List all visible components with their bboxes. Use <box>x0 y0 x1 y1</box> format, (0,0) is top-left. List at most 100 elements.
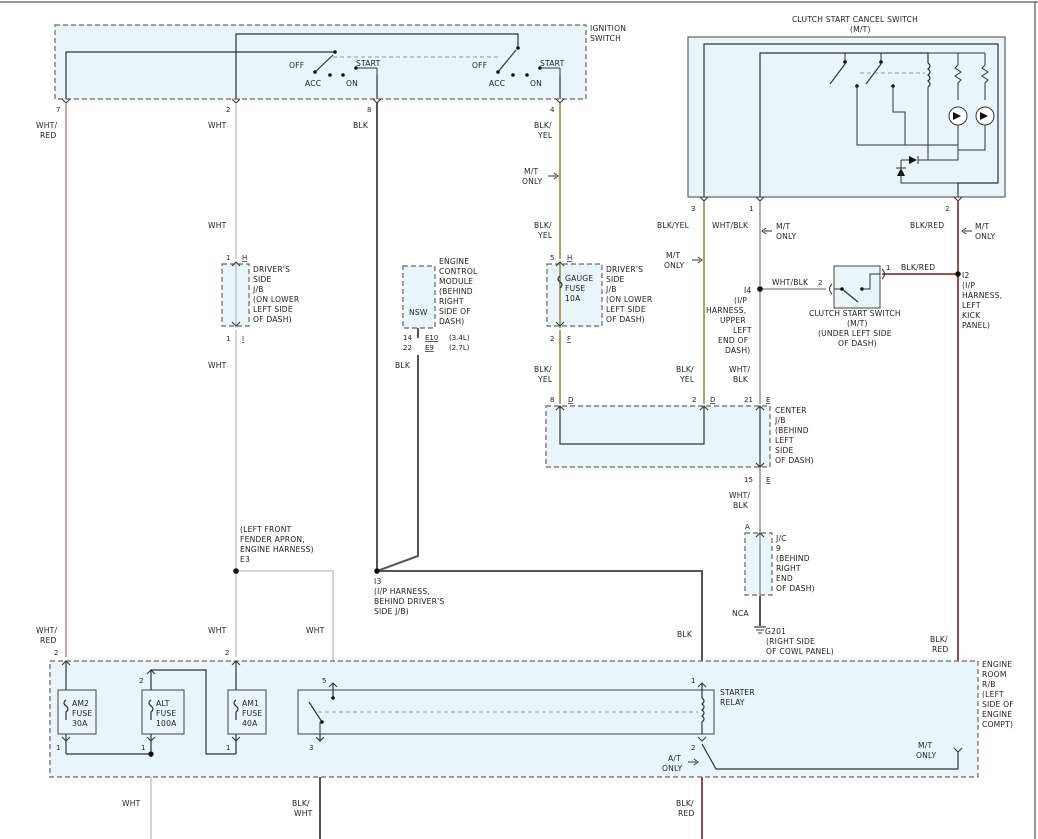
jc-line-5: OF DASH) <box>776 584 815 593</box>
ecm-line-4: RIGHT <box>439 297 464 306</box>
ign-on-left: ON <box>346 79 358 88</box>
fuse-am2-name: AM2 <box>72 699 89 708</box>
splice-i2-line-4: PANEL) <box>962 321 990 330</box>
wire-wht-to-relay <box>236 570 334 683</box>
splice-i3-line-2: BEHIND DRIVER'S <box>374 597 444 606</box>
jc-pin-a: A <box>745 523 750 531</box>
wire-label-wht-blk-1: WHT/BLK <box>712 221 749 230</box>
ecm-line-5: SIDE OF <box>439 307 471 316</box>
ecm-conn-a: E10 <box>425 334 438 342</box>
splice-i4-dot <box>757 286 763 292</box>
drivers-side-jb-left: 1 H 1 I DRIVER'S SIDE J/B (ON LOWER LEFT… <box>221 254 300 343</box>
fuse-am1-icon <box>233 699 239 720</box>
splice-i2-line-3: KICK <box>962 311 981 320</box>
mt-only-5a: M/T <box>918 741 933 750</box>
splice-i2-line-0: (I/P <box>962 281 975 290</box>
wire-label-blk-2: BLK <box>395 361 411 370</box>
rb-pin-am1-bottom: 1 <box>226 744 230 752</box>
rb-pin-alt-top: 2 <box>139 677 143 685</box>
splice-i2-dot <box>955 271 961 277</box>
clutch-start-cancel-switch: CLUTCH START CANCEL SWITCH (M/T) <box>687 15 1006 213</box>
gauge-fuse-box: GAUGE FUSE 10A 5 H 2 F DRIVER'S SIDE J/B… <box>546 254 653 343</box>
wire-label-wht-blk-2: WHT/BLK <box>772 278 809 287</box>
cjb-line-5: OF DASH) <box>775 456 814 465</box>
ign-pin-2: 2 <box>226 106 230 114</box>
splice-i2-name: I2 <box>962 271 969 280</box>
ecm-line-1: CONTROL <box>439 267 478 276</box>
mt-only-2a: M/T <box>666 251 681 260</box>
cjb-pin-21: 21 <box>744 396 753 404</box>
djb-left-line-1: SIDE <box>253 275 272 284</box>
splice-e3-line-0: (LEFT FRONT <box>240 525 292 534</box>
cjb-conn-d1: D <box>568 396 573 404</box>
mt-only-1b: ONLY <box>522 177 542 186</box>
starter-relay-coil-icon <box>701 697 705 734</box>
djb-right-line-2: J/B <box>605 285 617 294</box>
splice-i4-line-0: (I/P <box>734 296 747 305</box>
fuse-am2-icon <box>63 699 69 720</box>
wire-label-wht-red-3: WHT/ <box>36 626 57 635</box>
ecm-note-a: (3.4L) <box>449 334 470 342</box>
fuse-am2-rating: 30A <box>72 719 88 728</box>
wire-label-blk-yel-6: YEL <box>537 375 553 384</box>
wire-label-blk-yel-1: BLK/ <box>534 121 552 130</box>
clutch-cancel-title: CLUTCH START CANCEL SWITCH <box>792 15 918 24</box>
mt-only-1a: M/T <box>524 167 539 176</box>
rb-line-0: ENGINE <box>982 660 1012 669</box>
wire-label-wht-red-2: RED <box>40 131 57 140</box>
wire-blk-to-ecm <box>376 355 419 572</box>
gauge-fuse-conn-bottom: F <box>567 335 571 343</box>
rb-pin-relay-2: 2 <box>691 744 695 752</box>
ground-g201: G201 (RIGHT SIDE OF COWL PANEL) <box>754 626 834 656</box>
djb-right-line-5: OF DASH) <box>606 315 645 324</box>
gauge-fuse-pin-bottom: 2 <box>550 335 554 343</box>
clutch-cancel-title-2: (M/T) <box>850 25 871 34</box>
gauge-fuse-pin-top: 5 <box>550 254 554 262</box>
rb-pin-am2-top: 2 <box>54 649 58 657</box>
djb-left-conn-top: H <box>242 254 247 262</box>
wire-label-blk-red-5: BLK/ <box>676 799 694 808</box>
splice-e3-line-3: E3 <box>240 555 250 564</box>
splice-i3: I3 (I/P HARNESS, BEHIND DRIVER'S SIDE J/… <box>374 577 444 616</box>
wire-label-blk-3: BLK <box>677 630 693 639</box>
splice-i2-line-1: HARNESS, <box>962 291 1002 300</box>
splice-i2-line-2: LEFT <box>962 301 981 310</box>
clutch-switch-line-2: (UNDER LEFT SIDE <box>818 329 892 338</box>
gauge-fuse-icon <box>557 275 563 289</box>
splice-e3-line-1: FENDER APRON, <box>240 535 305 544</box>
fuse-alt-rating: 100A <box>156 719 177 728</box>
clutch-switch-pin-1: 1 <box>886 264 890 272</box>
splice-i4-name: I4 <box>744 286 751 295</box>
ign-start-left: START <box>356 59 381 68</box>
jc-line-3: RIGHT <box>776 564 801 573</box>
wire-label-wht-blk-5: WHT/ <box>729 491 750 500</box>
mt-only-4b: ONLY <box>975 232 995 241</box>
rb-pin-am2-bottom: 1 <box>56 744 60 752</box>
splice-i3-dot <box>374 568 380 574</box>
rb-pin-alt-bottom: 1 <box>141 744 145 752</box>
engine-room-relay-block: ENGINE ROOM R/B (LEFT SIDE OF ENGINE COM… <box>49 649 1014 778</box>
wire-label-blk-yel-4: YEL <box>537 231 553 240</box>
clutch-start-switch: 2 1 CLUTCH START SWITCH (M/T) (UNDER LEF… <box>809 264 901 348</box>
fuse-am1-type: FUSE <box>242 709 262 718</box>
wire-label-blk-yel-7: BLK/YEL <box>657 221 690 230</box>
fuse-alt <box>141 689 185 735</box>
wire-label-wht-blk-4: BLK <box>733 375 749 384</box>
cjb-line-1: J/B <box>774 416 786 425</box>
splice-e3: (LEFT FRONT FENDER APRON, ENGINE HARNESS… <box>240 525 314 564</box>
splice-i4-line-4: END OF <box>718 336 748 345</box>
rb-pin-relay-1: 1 <box>691 677 695 685</box>
djb-left-line-3: (ON LOWER <box>253 295 300 304</box>
cjb-line-2: (BEHIND <box>775 426 809 435</box>
cjb-pin-8: 8 <box>550 396 554 404</box>
ign-pin-4: 4 <box>550 106 555 114</box>
wire-label-blk-1: BLK <box>353 121 369 130</box>
center-jb: 8 D 2 D 21 E 15 E CENTER J/B (BEHIND LEF… <box>545 396 814 484</box>
rb-line-6: COMPT) <box>982 720 1013 729</box>
wire-label-wht-2: WHT <box>208 221 227 230</box>
djb-right-line-4: LEFT SIDE <box>606 305 646 314</box>
ign-acc-left: ACC <box>305 79 321 88</box>
wire-label-wht-6: WHT <box>122 799 141 808</box>
ecm-conn-b: E9 <box>425 344 434 352</box>
